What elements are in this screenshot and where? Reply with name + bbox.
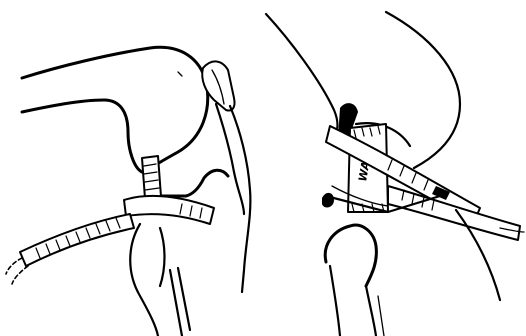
patellar-tendon-inner <box>216 104 244 214</box>
femur-lower-edge <box>22 100 142 172</box>
tibia-shaft-posterior-left <box>330 266 340 336</box>
left-knot <box>322 193 334 208</box>
measuring-graft-tail <box>6 258 22 274</box>
condyle-left-outline <box>266 14 337 142</box>
fibula-posterior <box>378 296 384 336</box>
femur-nick <box>178 72 182 76</box>
condyle-right-outline <box>386 12 460 168</box>
right-panel-knee-posterior: WA Ke <box>266 12 524 336</box>
tibia-shaft-left <box>130 224 158 336</box>
measuring-graft-tail-2 <box>12 266 28 284</box>
femur-outline <box>22 47 208 170</box>
tape-band <box>124 196 214 224</box>
left-panel-knee-lateral <box>6 47 250 336</box>
measuring-graft-ticks <box>36 218 120 258</box>
tibia-shaft-right <box>160 228 165 286</box>
tibia-shaft-posterior-right <box>366 286 376 336</box>
